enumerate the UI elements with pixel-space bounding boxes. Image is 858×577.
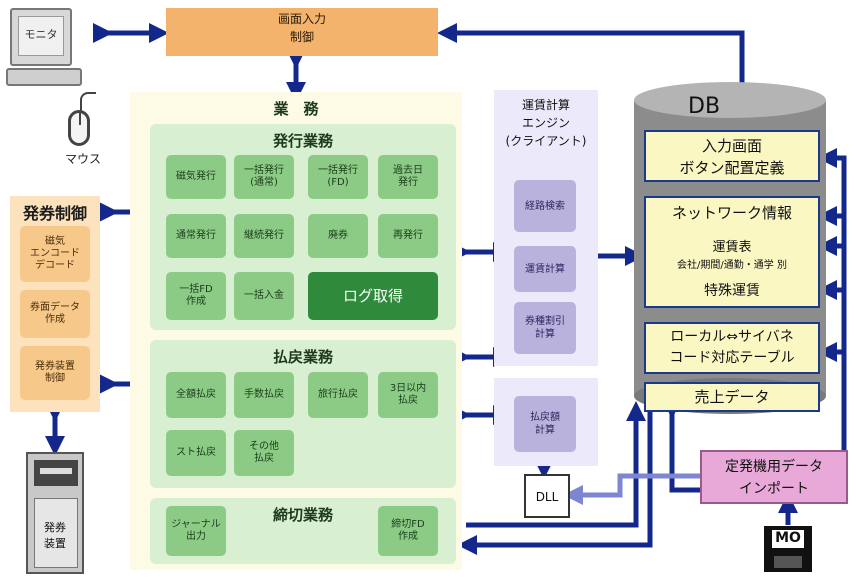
db-code-table: ローカル⇔サイバネ コード対応テーブル: [644, 322, 820, 374]
db-title: DB: [688, 94, 721, 119]
mouse-cable: [80, 92, 96, 112]
harai-title: 払戻業務: [272, 348, 333, 366]
engine-route-search: 経路検索: [514, 180, 576, 232]
arrow-sales-import: [662, 398, 700, 493]
db-input-screen-def: 入力画面 ボタン配置定義: [644, 130, 820, 182]
harai-cell-full: 全額払戻: [166, 372, 226, 418]
harai-cell-strike: スト払戻: [166, 430, 226, 476]
screen-input-label: 画面入力 制御: [277, 12, 326, 44]
db-network-info: ネットワーク情報: [671, 204, 792, 222]
hakko-cell-continuous: 継続発行: [234, 214, 294, 258]
hakko-cell-bulk-normal: 一括発行 (通常): [234, 155, 294, 199]
ticket-terminal-icon: [26, 452, 84, 574]
mo-disk-icon: [764, 526, 812, 572]
shimekiri-cell-fd: 締切FD 作成: [378, 506, 438, 556]
engine-title: 運賃計算 エンジン (クライアント): [505, 98, 587, 148]
hakko-cell-bulk-fd: 一括発行 (FD): [308, 155, 368, 199]
arrow-shimekiri-sales: [466, 401, 646, 528]
hakko-cell-bulk-deposit: 一括入金: [234, 272, 294, 320]
hakken-item-magnetic: 磁気 エンコード デコード: [20, 226, 90, 282]
arrow-import-db-right: [817, 148, 847, 460]
hakken-item-ticketdata: 券面データ 作成: [20, 290, 90, 338]
hakko-cell-cancel: 廃券: [308, 214, 368, 258]
arrow-import-dll: [563, 473, 700, 505]
gyomu-title: 業 務: [273, 100, 319, 118]
terminal-label: 発券 装置: [44, 521, 66, 550]
arrow-sales-shimekiri: [457, 410, 653, 555]
mouse-icon: [68, 110, 90, 146]
db-fare-sub: 会社/期間/通勤・通学 別: [677, 260, 787, 271]
harai-cell-travel: 旅行払戻: [308, 372, 368, 418]
engine-fare-calc: 運賃計算: [514, 246, 576, 292]
hakken-item-device: 発券装置 制御: [20, 346, 90, 400]
db-network-block: [644, 196, 820, 308]
mo-label: MO: [775, 530, 801, 546]
screen-input-control: [166, 8, 438, 56]
db-special-fare: 特殊運賃: [704, 283, 760, 299]
dll-document: [524, 474, 570, 518]
hakken-title: 発券制御: [22, 204, 87, 223]
hakko-cell-normal: 通常発行: [166, 214, 226, 258]
db-fare-table: 運賃表: [712, 240, 752, 255]
hakko-cell-bulk-fd-create: 一括FD 作成: [166, 272, 226, 320]
engine-discount-calc: 券種割引 計算: [514, 302, 576, 354]
hakko-log-button: ログ取得: [308, 272, 438, 320]
harai-cell-3days: 3日以内 払戻: [378, 372, 438, 418]
monitor-label: モニタ: [24, 28, 58, 41]
hakko-title: 発行業務: [272, 132, 333, 150]
harai-cell-fee: 手数払戻: [234, 372, 294, 418]
monitor-icon: モニタ: [6, 8, 86, 88]
shimekiri-cell-journal: ジャーナル 出力: [166, 506, 226, 556]
harai-cell-other: その他 払戻: [234, 430, 294, 476]
arrow-db-screen: [437, 23, 745, 98]
engine-refund-calc: 払戻額 計算: [514, 396, 576, 452]
hakko-cell-reissue: 再発行: [378, 214, 438, 258]
hakko-cell-magnetic: 磁気発行: [166, 155, 226, 199]
dll-label: DLL: [535, 490, 559, 504]
db-sales-data: 売上データ: [644, 382, 820, 412]
hakko-cell-past-date: 過去日 発行: [378, 155, 438, 199]
shimekiri-title: 締切業務: [272, 506, 333, 524]
mouse-label: マウス: [64, 152, 101, 166]
import-box: 定発機用データ インポート: [700, 450, 848, 504]
